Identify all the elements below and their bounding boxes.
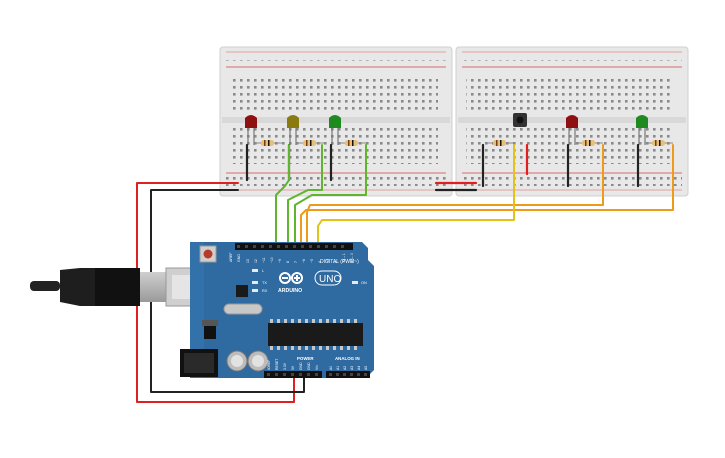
atmega-chip — [268, 323, 363, 346]
wires[interactable] — [136, 144, 674, 403]
brand-label: ARDUINO — [278, 288, 302, 294]
pin-label: IOREF — [267, 360, 271, 370]
pin-label: GND — [307, 362, 311, 370]
pin-label: 4 — [318, 261, 322, 263]
usb-cable[interactable] — [30, 267, 199, 307]
pin-label: ~10 — [270, 257, 274, 263]
pin-label: 13 — [246, 259, 250, 263]
wire-green-1 — [275, 144, 290, 243]
power-label: POWER — [297, 356, 314, 361]
analog-header[interactable] — [326, 371, 370, 378]
l-label: L — [262, 269, 264, 273]
gnd-label: GND — [237, 254, 241, 262]
voltage-regulator — [204, 325, 216, 339]
pin-label: 2 — [334, 261, 338, 263]
aref-label: AREF — [229, 252, 233, 262]
wire-orange-2 — [306, 144, 604, 243]
pushbutton[interactable] — [513, 113, 527, 127]
led-red-1[interactable] — [245, 115, 257, 145]
pin-label: ~3 — [326, 259, 330, 263]
wire-yellow — [317, 144, 515, 243]
pin-label: 7 — [294, 261, 298, 263]
wire-5v — [136, 182, 295, 403]
resistor-4[interactable] — [486, 140, 514, 146]
resistor-5[interactable] — [575, 140, 603, 146]
pin-label: Vin — [315, 365, 319, 370]
pin-label: A1 — [336, 366, 340, 370]
pin-label: ~5 — [310, 259, 314, 263]
pin-label: A4 — [357, 366, 361, 370]
pin-label: ~11 — [262, 257, 266, 263]
pin-label: 12 — [254, 259, 258, 263]
on-label: ON — [361, 281, 367, 285]
resistor-1[interactable] — [254, 140, 282, 146]
pin-label: 8 — [286, 261, 290, 263]
crystal — [223, 303, 263, 315]
pin-label: A3 — [350, 366, 354, 370]
pin-label: 5V — [291, 365, 295, 370]
reset-button[interactable] — [199, 245, 217, 263]
led-green-2[interactable] — [636, 115, 648, 145]
pin-label: A5 — [364, 366, 368, 370]
rx-label: RX — [262, 289, 268, 293]
wire-gnd — [150, 189, 305, 393]
pin-label: ~6 — [302, 259, 306, 263]
resistor-3[interactable] — [338, 140, 366, 146]
led-yellow-1[interactable] — [287, 115, 299, 145]
pin-label: TX→1 — [342, 253, 346, 263]
model-label: UNO — [319, 274, 341, 285]
power-pin-labels: IOREF RESET 3.3V 5V GND GND Vin — [267, 359, 319, 370]
pin-label: A2 — [343, 366, 347, 370]
resistor-6[interactable] — [645, 140, 673, 146]
digital-label: DIGITAL (PWM~) — [320, 259, 359, 265]
tx-label: TX — [262, 281, 267, 285]
analog-label: ANALOG IN — [335, 356, 360, 361]
pin-label: 3.3V — [283, 362, 287, 370]
pin-label: RX←0 — [350, 253, 354, 263]
arduino-uno-board[interactable]: AREF GND DIGITAL (PWM~) L TX RX ARDUINO … — [180, 242, 374, 378]
pin-label: A0 — [329, 366, 333, 370]
digital-pin-labels: 13 12 ~11 ~10 ~9 8 7 ~6 ~5 4 ~3 2 TX→1 RX←0 — [246, 253, 354, 263]
led-green-1[interactable] — [329, 115, 341, 145]
pin-label: ~9 — [278, 259, 282, 263]
usb-chip — [236, 285, 248, 297]
pin-label: GND — [299, 362, 303, 370]
wire-green-3 — [294, 144, 367, 243]
resistor-2[interactable] — [296, 140, 324, 146]
wire-green-2 — [287, 144, 323, 243]
wire-orange-1 — [300, 144, 674, 243]
arduino-logo — [279, 272, 303, 284]
led-red-2[interactable] — [566, 115, 578, 145]
pin-label: RESET — [275, 359, 279, 370]
